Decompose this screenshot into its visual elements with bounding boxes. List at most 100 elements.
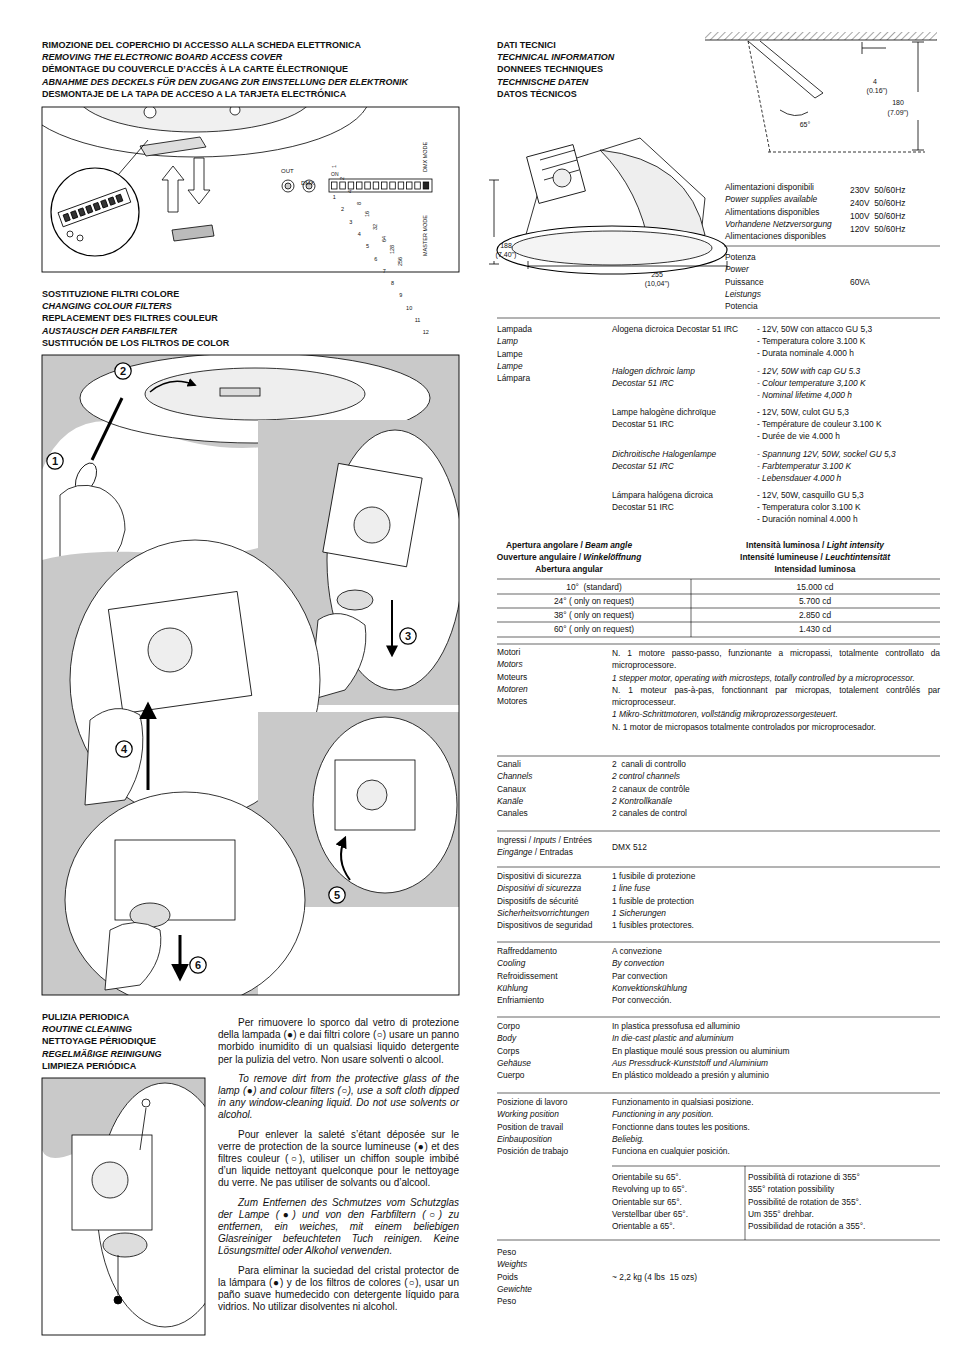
illustration-line xyxy=(489,264,499,265)
spec-label: Leistungs xyxy=(725,289,761,300)
spec-label: Working position xyxy=(497,1109,559,1120)
body-paragraph: Per rimuovere lo sporco dal vetro di pro… xyxy=(218,1017,459,1066)
spec-value: Aus Pressdruck-Kunststoff und Aluminium xyxy=(612,1058,768,1069)
illustration-line xyxy=(528,266,727,267)
spec-label: Lampe xyxy=(497,361,523,372)
illustration-ellipse xyxy=(512,231,712,265)
illustration-circle xyxy=(144,107,156,118)
spec-label-group: Ingressi /Inputs/ Entrées xyxy=(497,835,592,846)
table-header-group: Intensità luminosa /Light intensity xyxy=(746,540,884,551)
lamp-type: Dichroitische Halogenlampe xyxy=(612,449,716,460)
switch-number: 3 xyxy=(349,219,352,226)
callout-number: 4 xyxy=(121,744,127,755)
illustration-rect xyxy=(423,182,429,189)
illustration-circle xyxy=(51,168,139,256)
spec-label: Sicherheitsvorrichtungen xyxy=(497,908,589,919)
illustration-line xyxy=(497,1240,940,1241)
illustration-path xyxy=(748,41,823,98)
section-heading: SOSTITUZIONE FILTRI COLORE xyxy=(42,289,179,301)
spec-value: - Temperatura colore 3.100 K xyxy=(757,336,865,347)
illustration-line xyxy=(494,180,495,237)
spec-value: Functioning in any position. xyxy=(612,1109,714,1120)
callout-number: 1 xyxy=(52,456,58,467)
spec-label: Dispositivos de seguridad xyxy=(497,920,592,931)
illustration-g xyxy=(42,1078,205,1327)
section-heading: DATOS TÉCNICOS xyxy=(497,89,577,101)
dimension-label: 188 xyxy=(500,241,512,250)
lamp-type: Lámpara halógena dicroica xyxy=(612,490,713,501)
lamp-type: Lampe halogène dichroïque xyxy=(612,407,716,418)
spec-label: Vorhandene Netzversorgung xyxy=(725,219,832,230)
illustration-ellipse xyxy=(313,717,457,893)
spec-value: 2 canales de control xyxy=(612,808,687,819)
spec-value: Um 355° drehbar. xyxy=(748,1209,814,1220)
illustration-g xyxy=(58,188,131,227)
section-heading: CHANGING COLOUR FILTERS xyxy=(42,301,172,313)
spec-value: Orientable sur 65°. xyxy=(612,1197,682,1208)
illustration-line xyxy=(540,150,575,160)
dimension-label: 65° xyxy=(800,120,811,129)
illustration-rect xyxy=(101,200,108,208)
spec-value: - Colour temperature 3,100 K xyxy=(757,378,865,389)
illustration-line xyxy=(918,42,919,92)
body-paragraph: Pour enlever la saleté s’étant déposée s… xyxy=(218,1129,459,1190)
spec-value: N. 1 motor de micropasos totalmente cont… xyxy=(612,721,940,733)
spec-value: - 12V, 50W con attacco GU 5,3 xyxy=(757,324,872,335)
spec-value: - 12V, 50W, culot GU 5,3 xyxy=(757,407,849,418)
illustration-line xyxy=(497,831,940,832)
illustration-rect xyxy=(71,211,78,219)
table-cell: 1.430 cd xyxy=(799,624,831,635)
spec-value: - Farbtemperatur 3.100 K xyxy=(757,461,851,472)
spec-value: Revolving up to 65°. xyxy=(612,1184,687,1195)
section-heading: TECHNISCHE DATEN xyxy=(497,77,588,89)
illustration-rect xyxy=(348,182,354,189)
spec-label: Corpo xyxy=(497,1021,520,1032)
spec-label: Enfriamiento xyxy=(497,995,544,1006)
spec-value: ~ 2,2 kg (4 lbs 15 ozs) xyxy=(612,1272,697,1283)
spec-label: Puissance xyxy=(725,277,764,288)
spec-value: Possibilité de rotation de 355°. xyxy=(748,1197,861,1208)
illustration-g xyxy=(489,32,937,274)
body-paragraph: To remove dirt from the protective glass… xyxy=(218,1073,459,1122)
spec-label-group: Eingänge/ Entradas xyxy=(497,847,573,858)
switch-number: 5 xyxy=(366,243,369,250)
spec-label: Canaux xyxy=(497,784,526,795)
illustration-ellipse xyxy=(145,368,365,420)
switch-number: 6 xyxy=(374,256,377,263)
spec-label: Kanäle xyxy=(497,796,523,807)
spec-value: Beliebig. xyxy=(612,1134,644,1145)
spec-label: Posizione di lavoro xyxy=(497,1097,567,1108)
spec-value: 2 control channels xyxy=(612,771,680,782)
section-heading: REMOVING THE ELECTRONIC BOARD ACCESS COV… xyxy=(42,52,282,64)
table-header-group: Apertura angolare /Beam angle xyxy=(506,540,632,551)
callout-ring xyxy=(115,363,131,379)
spec-value: 2 canaux de contrôle xyxy=(612,784,690,795)
table-cell: 60° ( only on request) xyxy=(554,624,634,635)
spec-label: Motoren xyxy=(497,684,528,695)
illustration-line xyxy=(118,140,148,175)
illustration-line xyxy=(862,48,886,49)
mode-label: MASTER MODE xyxy=(422,215,429,256)
callout-ring xyxy=(47,453,63,469)
illustration-rect xyxy=(86,205,93,213)
spec-label: Position de travail xyxy=(497,1122,563,1133)
spec-label: Gehäuse xyxy=(497,1058,531,1069)
illustration-path xyxy=(85,709,143,805)
spec-label: Peso xyxy=(497,1247,516,1258)
switch-number: 9 xyxy=(399,292,402,299)
switch-value: 2 xyxy=(339,177,346,180)
illustration-line xyxy=(724,246,940,247)
illustration-line xyxy=(705,40,937,41)
illustration-line xyxy=(497,579,940,580)
illustration-line xyxy=(497,594,940,595)
spec-value: Fonctionne dans toutes les positions. xyxy=(612,1122,750,1133)
spec-label: Posición de trabajo xyxy=(497,1146,568,1157)
switch-number: 1 xyxy=(333,194,336,201)
illustration-line xyxy=(691,579,692,637)
spec-value: 230V 50/60Hz xyxy=(850,185,905,196)
spec-label: Motors xyxy=(497,659,523,670)
spec-value: N. 1 moteur pas-à-pas, fonctionnant par … xyxy=(612,684,940,709)
spec-value: - Durata nominale 4.000 h xyxy=(757,348,854,359)
